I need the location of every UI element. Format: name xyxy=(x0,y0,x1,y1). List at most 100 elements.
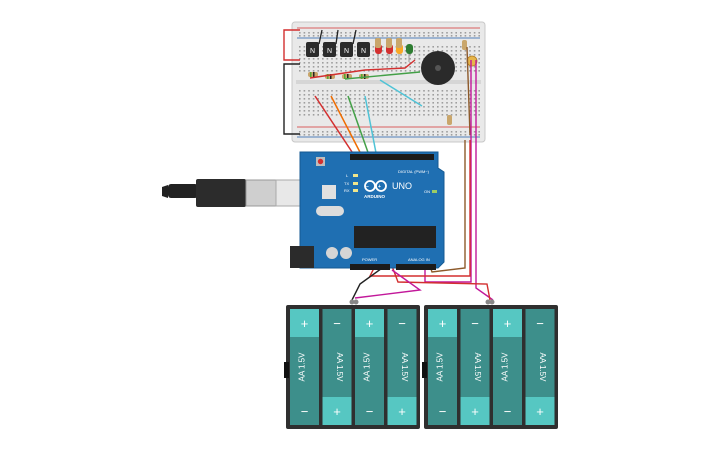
breadboard-hole xyxy=(349,98,352,100)
breadboard-hole xyxy=(372,54,375,56)
breadboard-hole xyxy=(404,50,407,52)
breadboard-hole xyxy=(460,131,462,133)
breadboard-hole xyxy=(460,98,462,100)
breadboard-hole xyxy=(363,106,365,108)
breadboard-hole xyxy=(414,110,416,112)
breadboard-hole xyxy=(446,46,448,48)
breadboard-hole xyxy=(427,134,430,136)
breadboard-hole xyxy=(363,32,365,34)
breadboard-hole xyxy=(317,58,319,60)
breadboard-hole xyxy=(349,94,352,96)
breadboard-hole xyxy=(427,32,430,34)
breadboard-hole xyxy=(312,58,315,60)
breadboard-hole xyxy=(299,110,301,112)
breadboard-hole xyxy=(395,98,398,100)
breadboard-jumpers xyxy=(283,29,471,136)
breadboard-hole xyxy=(478,50,480,52)
breadboard-hole xyxy=(368,134,370,136)
cell-top-cap xyxy=(525,309,555,337)
breadboard-hole xyxy=(358,98,361,100)
breadboard-hole xyxy=(460,90,462,92)
breadboard-hole xyxy=(354,134,356,136)
breadboard-hole xyxy=(437,102,439,104)
breadboard-hole xyxy=(464,134,467,136)
breadboard-hole xyxy=(450,98,453,100)
breadboard-hole xyxy=(331,62,333,64)
breadboard-hole xyxy=(460,106,462,108)
breadboard-hole xyxy=(464,114,467,116)
breadboard-hole xyxy=(368,106,370,108)
breadboard-hole xyxy=(437,90,439,92)
breadboard-hole xyxy=(446,35,448,37)
breadboard-hole xyxy=(473,102,476,104)
breadboard-hole xyxy=(303,66,306,68)
breadboard-hole xyxy=(469,35,471,37)
breadboard-hole xyxy=(372,110,375,112)
breadboard-hole xyxy=(363,35,365,37)
cell-bottom-cap xyxy=(525,397,555,425)
battery-cell: +−AA 1.5V xyxy=(428,309,457,425)
breadboard-hole xyxy=(386,110,388,112)
breadboard-hole xyxy=(437,110,439,112)
breadboard-hole xyxy=(446,110,448,112)
breadboard-hole xyxy=(368,58,370,60)
breadboard-hole xyxy=(358,102,361,104)
breadboard-hole xyxy=(455,54,457,56)
breadboard-hole xyxy=(312,70,315,72)
breadboard-hole xyxy=(391,54,393,56)
breadboard-hole xyxy=(404,114,407,116)
breadboard-hole xyxy=(446,50,448,52)
breadboard-hole xyxy=(299,70,301,72)
breadboard-hole xyxy=(478,62,480,64)
breadboard-hole xyxy=(404,134,407,136)
breadboard-hole xyxy=(368,70,370,72)
breadboard-hole xyxy=(335,134,338,136)
transistor-label: N xyxy=(344,48,349,55)
breadboard-hole xyxy=(455,94,457,96)
breadboard-hole xyxy=(427,110,430,112)
breadboard-hole xyxy=(322,90,324,92)
breadboard-hole xyxy=(386,131,388,133)
breadboard-hole xyxy=(404,62,407,64)
breadboard-hole xyxy=(418,110,421,112)
breadboard-hole xyxy=(450,131,453,133)
arduino-model: UNO xyxy=(392,181,412,191)
cell-top-sign: − xyxy=(333,316,341,331)
breadboard-hole xyxy=(400,134,402,136)
breadboard-hole xyxy=(317,32,319,34)
cell-top-cap xyxy=(290,309,319,337)
breadboard-hole xyxy=(335,90,338,92)
breadboard-hole xyxy=(312,94,315,96)
breadboard-hole xyxy=(446,102,448,104)
breadboard-hole xyxy=(460,46,462,48)
breadboard-hole xyxy=(441,90,444,92)
transistor-leads xyxy=(318,29,357,45)
breadboard-hole xyxy=(400,90,402,92)
breadboard-hole xyxy=(446,114,448,116)
breadboard-hole xyxy=(414,98,416,100)
breadboard-hole xyxy=(460,114,462,116)
breadboard-hole xyxy=(464,102,467,104)
breadboard-hole xyxy=(335,46,338,48)
breadboard-hole xyxy=(322,102,324,104)
breadboard-hole xyxy=(331,131,333,133)
breadboard-hole xyxy=(400,35,402,37)
breadboard-hole xyxy=(303,114,306,116)
breadboard-hole xyxy=(450,106,453,108)
breadboard-hole xyxy=(409,66,411,68)
breadboard-hole xyxy=(299,102,301,104)
breadboard-hole xyxy=(331,35,333,37)
led-4 xyxy=(406,44,413,62)
breadboard-hole xyxy=(432,110,434,112)
breadboard-hole xyxy=(317,114,319,116)
breadboard-hole xyxy=(368,62,370,64)
reset-icon[interactable] xyxy=(317,158,324,165)
breadboard-hole xyxy=(391,114,393,116)
breadboard-hole xyxy=(404,106,407,108)
breadboard-hole xyxy=(335,110,338,112)
breadboard-hole xyxy=(372,134,375,136)
breadboard-hole xyxy=(441,94,444,96)
breadboard-hole xyxy=(473,134,476,136)
breadboard-hole xyxy=(455,70,457,72)
breadboard-hole xyxy=(377,106,379,108)
